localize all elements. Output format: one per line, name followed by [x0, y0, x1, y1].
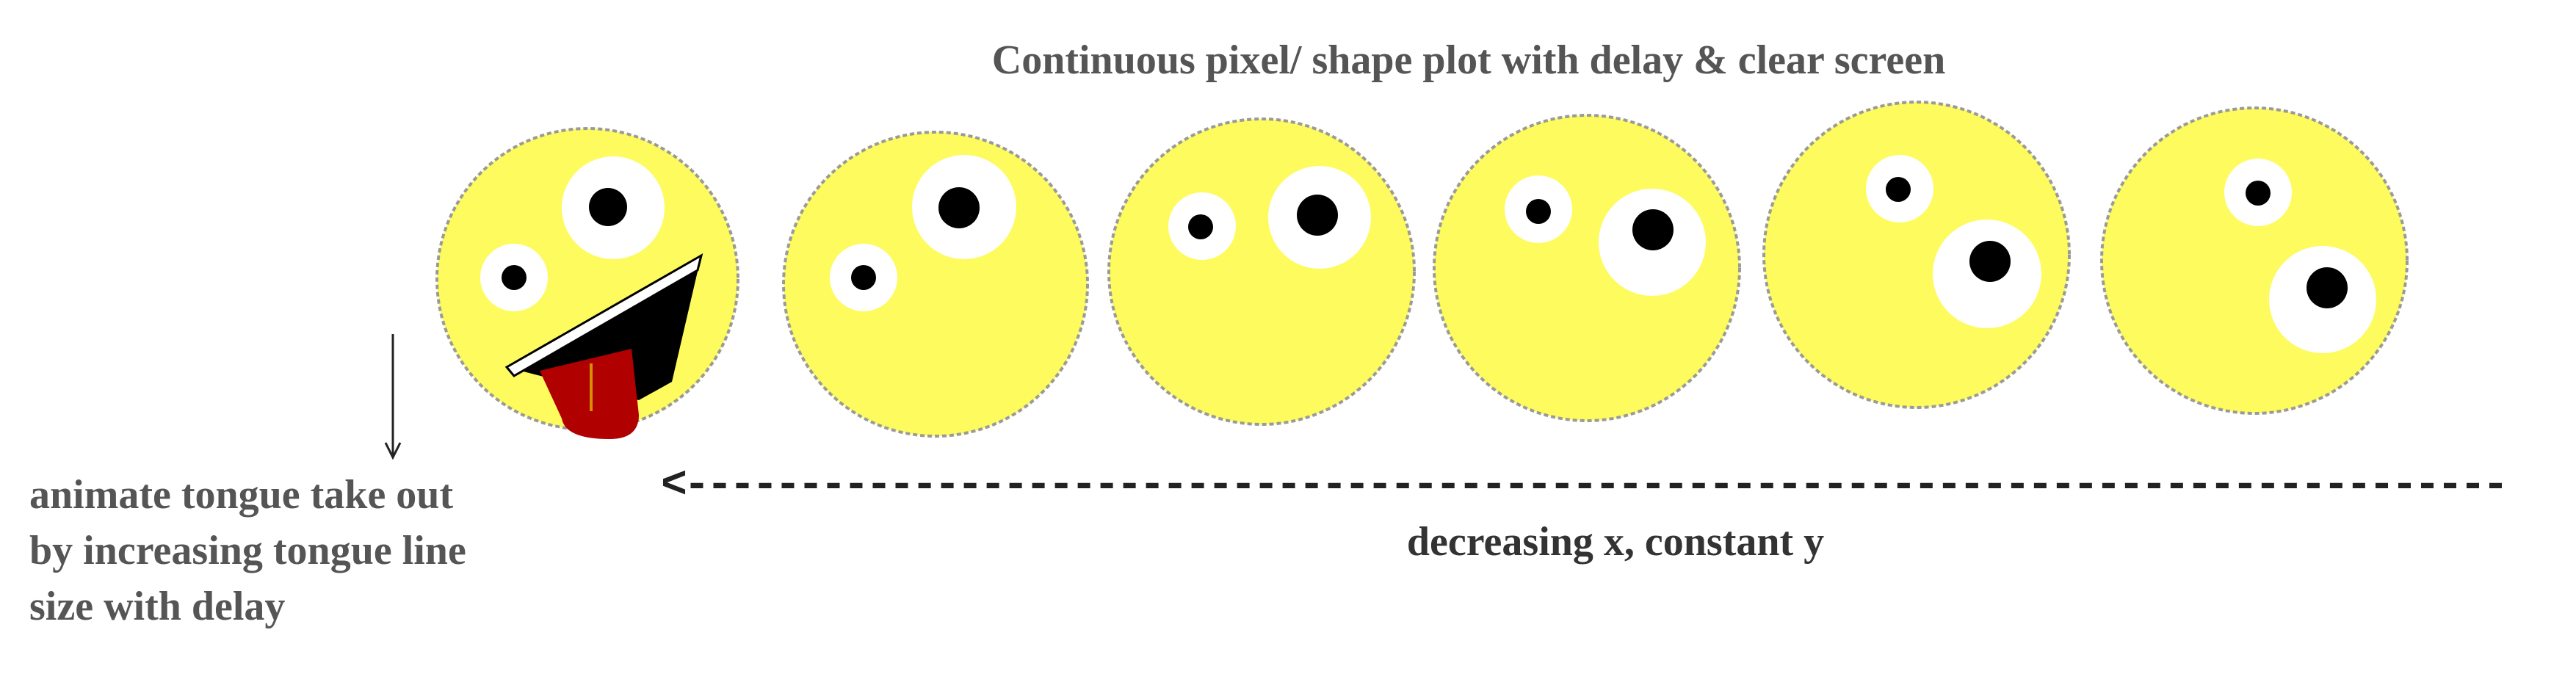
face-5 — [1762, 101, 2071, 409]
face-1-tongue — [540, 349, 639, 439]
face-6 — [2100, 106, 2409, 415]
face-2 — [782, 131, 1089, 438]
note-line-2: by increasing tongue line — [29, 528, 466, 573]
face-1-teeth — [504, 253, 703, 377]
diagram-title: Continuous pixel/ shape plot with delay … — [991, 37, 1946, 83]
face-1-pupil-large — [589, 188, 627, 226]
tongue-animation-note: animate tongue take out by increasing to… — [29, 467, 558, 634]
down-arrow-icon — [384, 334, 402, 460]
axis-caption: decreasing x, constant y — [1406, 519, 1825, 565]
face-3 — [1107, 117, 1416, 426]
note-line-3: size with delay — [29, 584, 286, 629]
face-1 — [435, 127, 739, 439]
face-4 — [1433, 114, 1741, 422]
face-1-pupil-small — [502, 265, 527, 290]
note-line-1: animate tongue take out — [29, 472, 454, 518]
direction-arrow: <---------------------------------------… — [661, 461, 2508, 511]
